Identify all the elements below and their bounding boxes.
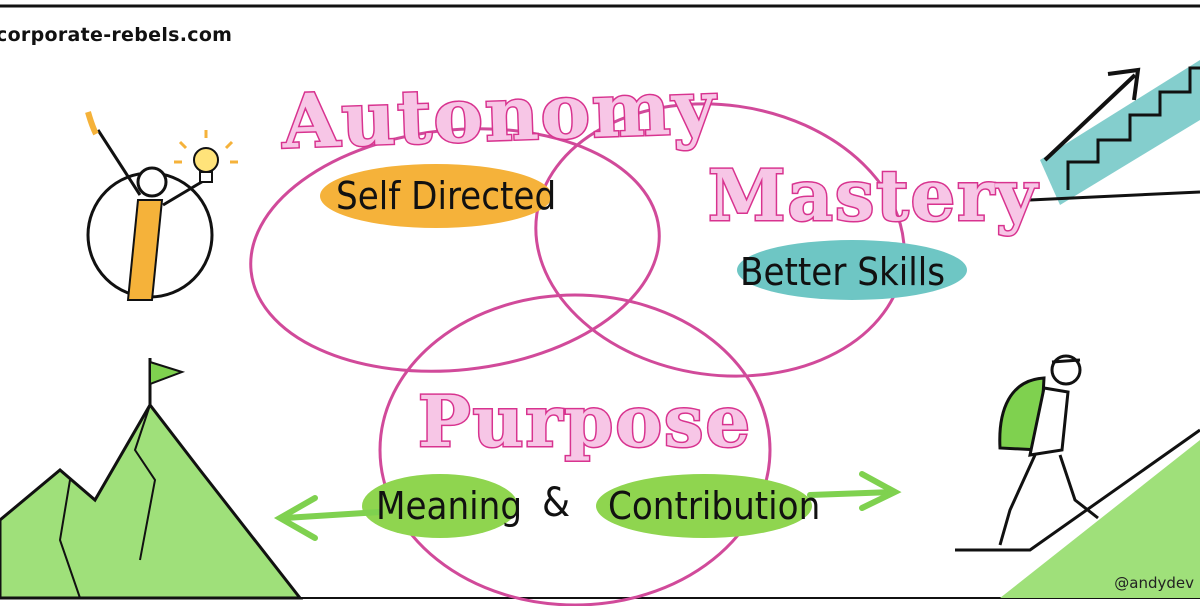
- mastery-subtitle: Better Skills: [740, 250, 946, 294]
- mountain-with-flag-icon: [0, 358, 304, 600]
- site-label: corporate-rebels.com: [0, 24, 233, 46]
- purpose-circle: [378, 293, 772, 606]
- hiker-with-backpack-icon: [955, 354, 1200, 598]
- arrow-left-head: [273, 495, 318, 541]
- arrow-right-head: [859, 471, 902, 511]
- autonomy-title: Autonomy: [279, 63, 720, 167]
- purpose-subtitle-left: Meaning: [376, 484, 523, 528]
- double-arrow: [273, 471, 902, 541]
- arrow-right-shaft: [807, 489, 895, 498]
- meaning-highlight: [362, 474, 518, 538]
- autonomy-subtitle: Self Directed: [336, 174, 557, 218]
- better-skills-highlight: [737, 240, 967, 300]
- purpose-subtitle-right: Contribution: [608, 484, 821, 528]
- purpose-title: Purpose: [417, 379, 752, 465]
- contribution-highlight: [596, 474, 812, 538]
- autonomy-circle: [249, 127, 661, 373]
- mastery-title: Mastery: [707, 153, 1039, 239]
- artist-handle: @andydev: [1114, 574, 1194, 592]
- self-directed-highlight: [320, 164, 552, 228]
- arrow-left-shaft: [282, 509, 383, 521]
- stairs-with-arrow-icon: [1029, 60, 1200, 205]
- person-with-lightbulb-icon: [85, 111, 238, 301]
- purpose-subtitle-join: &: [542, 480, 571, 526]
